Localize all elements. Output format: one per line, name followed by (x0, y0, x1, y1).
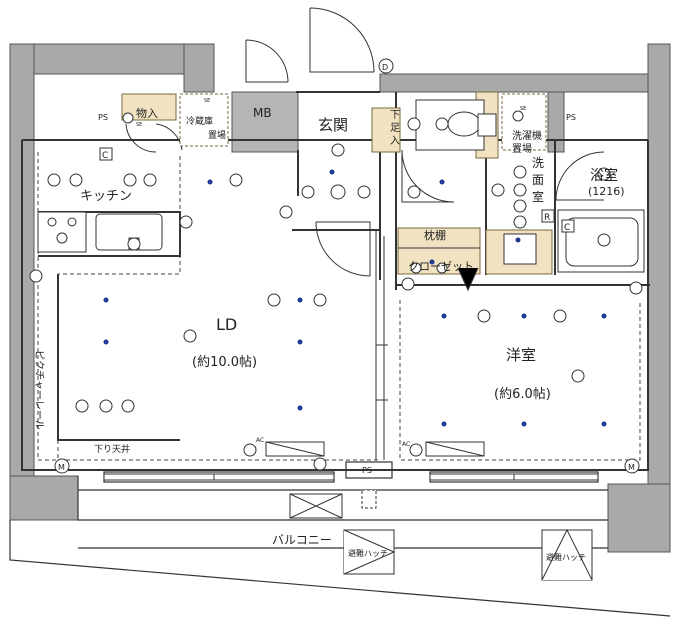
label-washer-place: 置場 (512, 142, 532, 155)
symbol-labels: PS PS PS D C C R M M AC AC SE SE SE (58, 63, 635, 475)
label-shoe-2: 足 (390, 122, 400, 134)
label-ld: LD (216, 315, 237, 334)
label-western-size: (約6.0帖) (494, 387, 551, 402)
label-washroom-1: 洗 (532, 156, 544, 170)
label-washroom-3: 室 (532, 189, 544, 204)
label-ps-3: PS (362, 466, 372, 475)
label-storage: 物入 (136, 106, 158, 120)
label-ac-1: AC (256, 437, 264, 444)
label-se-1: SE (136, 122, 142, 128)
label-shoe-3: 入 (390, 136, 400, 147)
label-se-2: SE (204, 98, 210, 104)
ceiling-dash-lines (37, 152, 641, 461)
label-r: R (544, 213, 550, 223)
label-picture-rail: ピクチャーレール (33, 350, 45, 430)
label-western: 洋室 (506, 346, 536, 364)
label-bath-size: (1216) (588, 185, 625, 198)
escape-hatches (343, 528, 593, 581)
label-mb: MB (253, 106, 272, 120)
label-ld-size: (約10.0帖) (192, 355, 257, 370)
marker-boxes (54, 58, 640, 474)
interior-walls (21, 91, 650, 471)
label-ac-2: AC (402, 441, 410, 448)
label-entrance: 玄関 (318, 116, 348, 134)
label-washroom-2: 面 (532, 173, 544, 187)
window-frames (103, 473, 599, 481)
label-ps-1: PS (98, 113, 108, 122)
structural-walls (9, 43, 671, 553)
label-ps-2: PS (566, 113, 576, 122)
label-closet: クローゼット (408, 260, 474, 273)
ac-units (265, 441, 485, 519)
label-lowered-ceiling: 下り天井 (94, 443, 130, 455)
label-kitchen: キッチン (80, 189, 132, 204)
label-m-1: M (58, 463, 65, 472)
label-hatch-1: 避難ハッチ (348, 548, 388, 558)
label-bath: 浴室 (590, 167, 618, 184)
label-fridge-place: 置場 (208, 129, 226, 141)
room-labels: 物入 冷蔵庫 置場 MB 玄関 下 足 入 洗濯機 置場 洗 面 室 浴室 (1… (33, 106, 625, 562)
label-shoe-1: 下 (390, 110, 400, 121)
kitchen-counter (37, 211, 163, 253)
label-balcony: バルコニー (272, 533, 332, 547)
door-swings (125, 7, 605, 277)
balcony-area (9, 461, 671, 617)
label-shelf: 枕棚 (424, 228, 446, 242)
label-washer: 洗濯機 (512, 129, 542, 142)
label-m-2: M (628, 463, 635, 472)
label-fridge: 冷蔵庫 (186, 115, 213, 127)
label-hatch-2: 避難ハッチ (546, 552, 586, 562)
ceiling-lights (103, 169, 607, 427)
downlights (29, 110, 643, 471)
label-c-2: C (564, 223, 570, 233)
label-c-1: C (102, 151, 108, 161)
sliding-door-rails (375, 230, 480, 460)
label-se-3: SE (520, 106, 526, 112)
label-door-d: D (382, 63, 388, 72)
